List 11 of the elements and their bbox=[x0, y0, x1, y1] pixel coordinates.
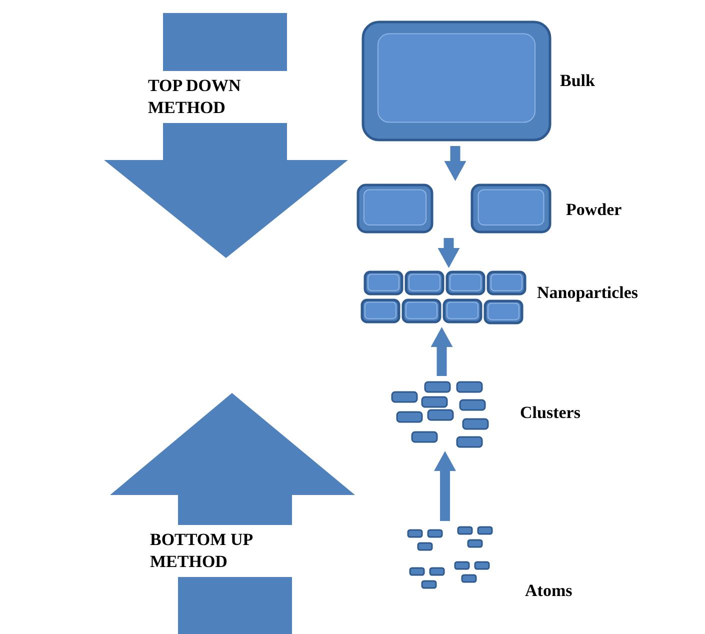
method-label: TOP DOWN METHOD bbox=[148, 75, 242, 119]
stage-label: Powder bbox=[566, 199, 622, 221]
block-arrow-connector bbox=[444, 146, 466, 181]
stage-label: Clusters bbox=[520, 402, 580, 424]
block-arrow-connector bbox=[430, 327, 453, 376]
stage-label: Atoms bbox=[525, 580, 572, 602]
method-label: BOTTOM UP METHOD bbox=[150, 529, 254, 573]
stage-label: Nanoparticles bbox=[537, 282, 638, 304]
block-arrow-connector bbox=[434, 451, 456, 521]
block-arrow-connector bbox=[438, 238, 460, 268]
stage-label: Bulk bbox=[560, 70, 595, 92]
